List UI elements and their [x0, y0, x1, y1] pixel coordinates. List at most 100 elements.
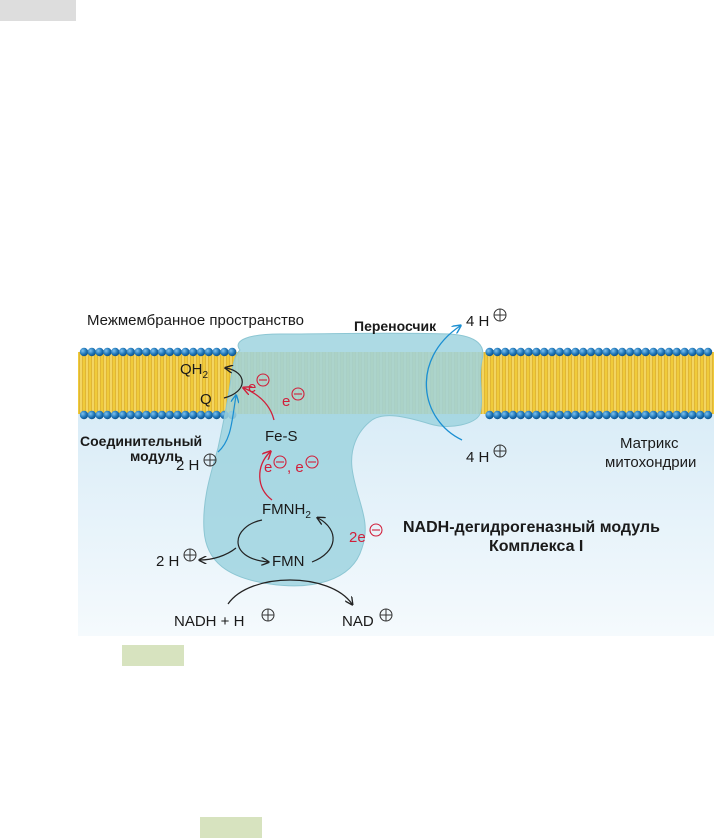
lipid-head — [165, 347, 174, 357]
carrier-top-h-label: 4 H — [466, 313, 489, 330]
lipid-head — [610, 347, 619, 357]
membrane-heads-bottom — [79, 410, 713, 420]
lipid-head — [196, 410, 206, 420]
lipid-head — [625, 347, 635, 357]
lipid-head — [586, 347, 596, 357]
lipid-head — [501, 347, 510, 357]
lipid-head — [485, 410, 494, 420]
lipid-head — [688, 347, 697, 357]
caption-tab-green — [122, 645, 184, 666]
lipid-head — [126, 410, 135, 420]
lipid-head — [664, 410, 674, 420]
electron-pair-label: e — [264, 459, 272, 476]
lipid-head — [220, 347, 229, 357]
lipid-head — [664, 347, 674, 357]
lipid-head — [524, 347, 533, 357]
fmn-oxidation-arrow — [237, 519, 268, 562]
q-label: Q — [200, 391, 212, 408]
connecting-h-label: 2 H — [176, 457, 199, 474]
lipid-head — [618, 347, 627, 357]
lipid-head — [150, 410, 159, 420]
proton-charge-icon — [183, 548, 197, 562]
lipid-head — [508, 347, 518, 357]
lipid-head — [173, 410, 182, 420]
connecting-proton-arrow — [217, 396, 236, 453]
lipid-head — [602, 347, 611, 357]
lipid-head — [508, 410, 518, 420]
lipid-head — [212, 410, 221, 420]
matrix-label-line1: Матрикс — [620, 435, 679, 452]
lipid-head — [532, 410, 541, 420]
lipid-head — [181, 347, 190, 357]
lipid-head — [571, 347, 580, 357]
proton-release-arrow — [200, 547, 237, 560]
lipid-head — [204, 410, 213, 420]
lipid-head — [95, 347, 104, 357]
proton-charge-icon — [493, 308, 507, 322]
lipid-head — [633, 410, 642, 420]
lipid-head — [633, 347, 642, 357]
lipid-head — [672, 410, 681, 420]
intermembrane-space-label: Межмембранное пространство — [87, 312, 304, 329]
lipid-head — [134, 410, 143, 420]
qh2-label: QH2 — [180, 361, 209, 381]
lipid-head — [493, 347, 502, 357]
lipid-head — [142, 410, 151, 420]
lipid-head — [103, 347, 112, 357]
electron-label-2: e — [282, 393, 290, 410]
lipid-head — [563, 410, 572, 420]
lipid-head — [703, 410, 713, 420]
lipid-head — [649, 410, 658, 420]
lipid-head — [196, 347, 206, 357]
lipid-head — [532, 347, 541, 357]
connecting-module-label-line2: модуль — [130, 448, 183, 464]
nad-label: NAD — [342, 613, 374, 630]
lipid-head — [87, 347, 97, 357]
lipid-head — [189, 347, 198, 357]
lipid-head — [150, 347, 159, 357]
lipid-head — [555, 410, 564, 420]
nadh-oxidation-arrow — [227, 579, 352, 604]
fmnh2-label: FMNH2 — [262, 501, 311, 521]
lipid-head — [594, 410, 603, 420]
lipid-head — [79, 410, 89, 420]
lipid-head — [547, 347, 557, 357]
proton-charge-icon — [261, 608, 275, 622]
lipid-head — [657, 410, 666, 420]
left-h-label: 2 H — [156, 553, 179, 570]
lipid-head — [204, 347, 213, 357]
proton-charge-icon — [203, 453, 217, 467]
lipid-head — [641, 410, 650, 420]
q-reduction-arrow — [224, 368, 243, 399]
lipid-head — [173, 347, 182, 357]
proton-charge-icon — [493, 444, 507, 458]
lipid-head — [547, 410, 557, 420]
lipid-head — [579, 347, 588, 357]
lipid-head — [118, 347, 128, 357]
lipid-head — [594, 347, 603, 357]
lipid-head — [157, 410, 167, 420]
fes-label: Fe-S — [265, 428, 298, 445]
carrier-label: Переносчик — [354, 318, 437, 334]
proton-charge-icon — [379, 608, 393, 622]
lipid-head — [189, 410, 198, 420]
lipid-head — [649, 347, 658, 357]
nadh-module-label-line1: NADH-дегидрогеназный модуль — [403, 519, 660, 536]
lipid-head — [516, 347, 525, 357]
lipid-head — [610, 410, 619, 420]
electron-pair-separator: , e — [287, 459, 304, 476]
fmn-reduction-arrow — [311, 518, 334, 563]
lipid-head — [602, 410, 611, 420]
lipid-head — [586, 410, 596, 420]
lipid-head — [87, 410, 97, 420]
lipid-head — [672, 347, 681, 357]
nadh-label: NADH + H — [174, 613, 244, 630]
lipid-head — [493, 410, 502, 420]
carrier-bottom-h-label: 4 H — [466, 449, 489, 466]
electron-transfer-arrow-to-fes — [259, 452, 272, 501]
lipid-head — [641, 347, 650, 357]
footer-tab-green — [200, 817, 262, 838]
fmn-label: FMN — [272, 553, 305, 570]
lipid-head — [79, 347, 89, 357]
